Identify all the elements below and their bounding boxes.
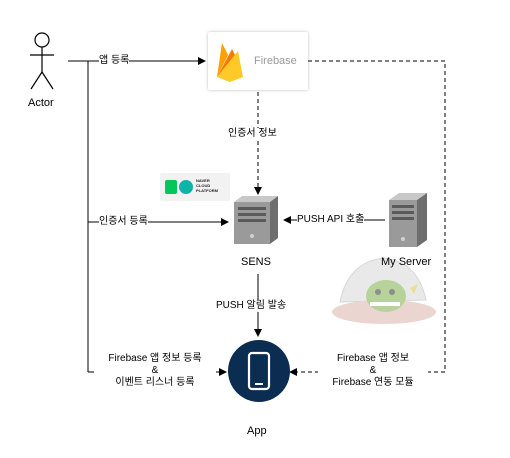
edge-label-push-api-call: PUSH API 호출: [297, 214, 365, 226]
edge-label-push-send: PUSH 알림 발송: [216, 300, 287, 312]
my-server-icon: [389, 193, 427, 247]
firebase-label: Firebase: [254, 55, 297, 67]
edge-label-register-left: Firebase 앱 정보 등록 & 이벤트 리스너 등록: [94, 353, 216, 389]
ncp-logo-text: NAVER CLOUD PLATFORM: [196, 178, 218, 193]
actor-icon: [30, 32, 54, 90]
firebase-logo-icon: [217, 43, 243, 82]
sens-server-icon: [234, 196, 278, 244]
edge-label-register-certificate: 인증서 등록: [99, 216, 148, 228]
actor-connectors: [68, 60, 89, 372]
actor-label: Actor: [28, 97, 54, 109]
app-label: App: [247, 425, 267, 437]
edge-label-register-right: Firebase 앱 정보 & Firebase 연동 모듈: [318, 353, 428, 389]
sens-label: SENS: [241, 256, 271, 268]
edge-label-certificate-info: 인증서 정보: [228, 128, 277, 140]
edge-label-register-app: 앱 등록: [99, 55, 130, 67]
my-server-label: My Server: [381, 256, 432, 268]
app-icon: [228, 340, 290, 402]
mascot-illustration: [332, 257, 436, 324]
firebase-node: [208, 32, 308, 90]
naver-cloud-platform-logo: [160, 173, 230, 201]
